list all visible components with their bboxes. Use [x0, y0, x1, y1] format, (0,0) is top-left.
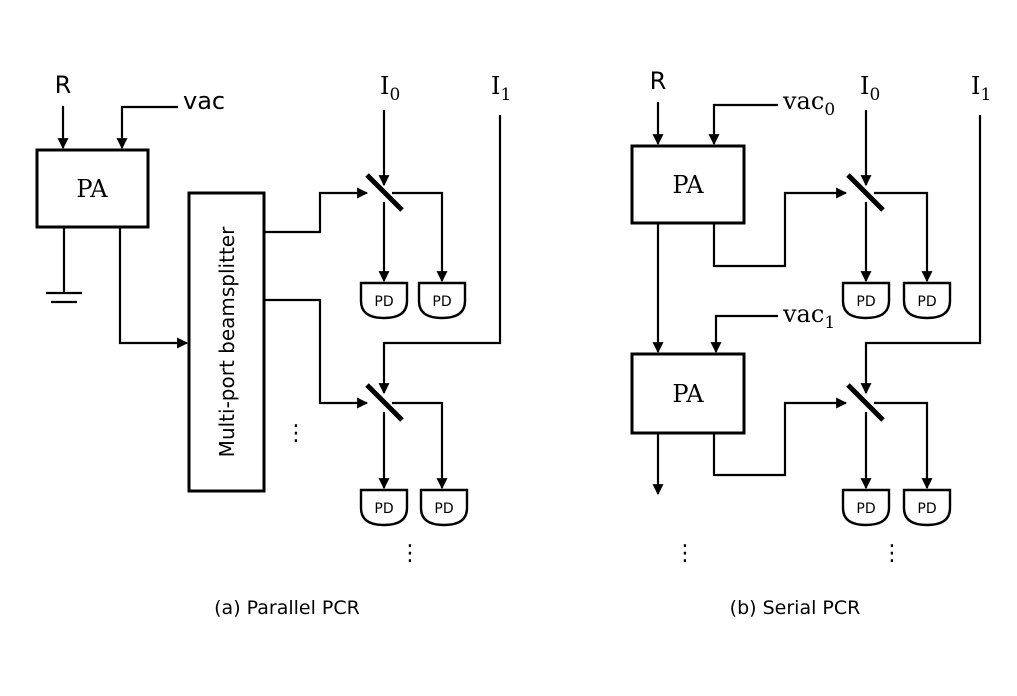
- parallel-pcr-panel: R vac PA Multi-port beamsplitter I0 I1: [35, 71, 511, 619]
- parallel-caption: (a) Parallel PCR: [214, 597, 360, 619]
- beamsplitter-port-2-line: [264, 298, 369, 409]
- photodetector-icon: PD: [902, 281, 952, 320]
- serial-input-vac1-label: vac1: [782, 300, 835, 333]
- parallel-input-r-label: R: [55, 71, 72, 99]
- serial-input-r-label: R: [650, 67, 667, 95]
- serial-i1-line: [860, 115, 982, 395]
- parallel-bs2-to-pd4-line: [392, 401, 448, 490]
- parallel-detector-continuation-dots: ⋮: [399, 541, 421, 566]
- serial-pa-box-2: [630, 352, 746, 435]
- parallel-homodyne-beamsplitter-1: [365, 173, 404, 212]
- photodetector-icon: PD: [841, 488, 891, 527]
- photodetector-label: PD: [434, 501, 453, 517]
- ground-icon: [46, 291, 82, 304]
- beamsplitter-label: Multi-port beamsplitter: [215, 226, 239, 457]
- serial-vac1-input-line: [710, 314, 778, 354]
- photodetector-label: PD: [856, 501, 875, 517]
- serial-pa1-output-line: [712, 187, 848, 268]
- photodetector-icon: PD: [359, 488, 409, 527]
- pa-to-beamsplitter-line: [118, 227, 189, 349]
- photodetector-icon: PD: [419, 488, 469, 527]
- photodetector-label: PD: [917, 294, 936, 310]
- serial-pa-box-1: [630, 144, 746, 225]
- photodetector-label: PD: [432, 294, 451, 310]
- serial-pa-label-1: PA: [672, 171, 704, 199]
- parallel-input-i0-label: I0: [380, 72, 400, 105]
- serial-caption: (b) Serial PCR: [730, 597, 861, 619]
- parallel-input-i1-label: I1: [491, 72, 511, 105]
- parallel-pa-label: PA: [76, 175, 108, 203]
- parallel-vac-input-line: [116, 105, 178, 150]
- serial-detector-continuation-dots: ⋮: [881, 541, 903, 566]
- beamsplitter-port-1-line: [264, 187, 369, 234]
- parallel-homodyne-beamsplitter-2: [365, 383, 404, 422]
- photodetector-label: PD: [374, 501, 393, 517]
- serial-homodyne-beamsplitter-2: [846, 383, 885, 422]
- parallel-input-vac-label: vac: [183, 87, 225, 115]
- serial-pcr-panel: R vac0 I0 I1 PA PD PD vac1: [630, 67, 991, 619]
- serial-bs1-to-pd2-line: [874, 191, 933, 283]
- serial-input-i1-label: I1: [971, 72, 991, 105]
- serial-pa-label-2: PA: [672, 380, 704, 408]
- photodetector-label: PD: [856, 294, 875, 310]
- serial-input-vac0-label: vac0: [782, 87, 835, 120]
- photodetector-label: PD: [374, 294, 393, 310]
- parallel-bs1-to-pd2-line: [392, 191, 448, 283]
- serial-bs2-to-pd4-line: [874, 401, 933, 490]
- serial-chain-continuation-dots: ⋮: [674, 541, 696, 566]
- photodetector-icon: PD: [417, 281, 467, 320]
- photodetector-label: PD: [917, 501, 936, 517]
- serial-vac0-input-line: [708, 103, 778, 146]
- parallel-i1-line: [378, 115, 502, 395]
- photodetector-icon: PD: [359, 281, 409, 320]
- parallel-continuation-dots: ⋮: [285, 421, 307, 446]
- parallel-pa-box: [35, 148, 150, 229]
- photodetector-icon: PD: [841, 281, 891, 320]
- photodetector-icon: PD: [902, 488, 952, 527]
- serial-pa2-output-line: [712, 397, 848, 477]
- serial-homodyne-beamsplitter-1: [846, 173, 885, 212]
- serial-input-i0-label: I0: [860, 72, 880, 105]
- multiport-beamsplitter-box: [187, 191, 266, 493]
